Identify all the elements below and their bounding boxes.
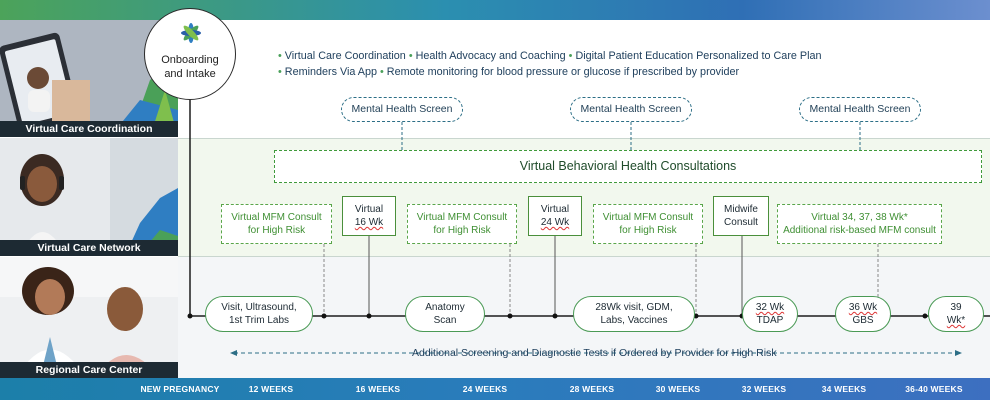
box-line-1: Virtual 34, 37, 38 Wk*: [811, 212, 908, 223]
logo-star-icon: [181, 23, 201, 43]
box-line-1: Virtual: [354, 204, 384, 215]
box-line-2: for High Risk: [247, 225, 306, 236]
bullet-item: Digital Patient Education Personalized t…: [575, 50, 822, 62]
week-label: 12 WEEKS: [248, 384, 294, 394]
pill-line-1: 28Wk visit, GDM,: [595, 302, 673, 313]
panel-regional-care-center: Regional Care Center: [0, 257, 178, 378]
onboarding-circle: Onboarding and Intake: [144, 8, 236, 100]
box-line-2: 24 Wk: [540, 217, 570, 228]
bullet-item: Health Advocacy and Coaching: [415, 50, 566, 62]
box-line-1: Virtual: [540, 204, 570, 215]
week-label: 34 WEEKS: [821, 384, 867, 394]
visit-pill: 32 Wk TDAP: [742, 296, 798, 332]
box-line-1: Virtual MFM Consult: [231, 212, 322, 223]
pill-line-1: Visit, Ultrasound,: [221, 302, 297, 313]
panel-caption: Virtual Care Coordination: [0, 121, 178, 137]
pill-line-2: 1st Trim Labs: [228, 315, 290, 326]
virtual-visit-box: Virtual 24 Wk: [528, 196, 582, 236]
bullets-line-1: • Virtual Care Coordination • Health Adv…: [278, 50, 822, 62]
pill-line-1: Anatomy: [425, 302, 465, 313]
box-line-1: Midwife: [724, 204, 758, 215]
week-label: 16 WEEKS: [355, 384, 401, 394]
week-label: 30 WEEKS: [655, 384, 701, 394]
pill-line-2: Wk*: [946, 315, 966, 326]
visit-pill: Visit, Ultrasound, 1st Trim Labs: [205, 296, 313, 332]
mfm-consult-box: Virtual MFM Consult for High Risk: [407, 204, 517, 244]
mfm-consult-box: Virtual MFM Consult for High Risk: [593, 204, 703, 244]
mental-health-screen: Mental Health Screen: [799, 97, 921, 122]
week-label: NEW PREGNANCY: [140, 384, 220, 394]
mental-health-screen: Mental Health Screen: [341, 97, 463, 122]
week-label: 24 WEEKS: [462, 384, 508, 394]
behavioral-health-consultations: Virtual Behavioral Health Consultations: [274, 150, 982, 183]
pill-line-2: Labs, Vaccines: [600, 315, 668, 326]
pill-line-2: Scan: [433, 315, 457, 326]
panel-caption: Virtual Care Network: [0, 240, 178, 256]
bullet-item: Reminders Via App: [284, 66, 378, 78]
panel-virtual-care-network: Virtual Care Network: [0, 138, 178, 256]
box-line-2: Additional risk-based MFM consult: [783, 225, 936, 236]
visit-pill: 36 Wk GBS: [835, 296, 891, 332]
box-line-2: 16 Wk: [354, 217, 384, 228]
additional-screening-label: Additional Screening and Diagnostic Test…: [412, 347, 777, 359]
pill-line-1: 32 Wk: [755, 302, 785, 313]
week-label: 32 WEEKS: [741, 384, 787, 394]
box-line-2: for High Risk: [433, 225, 491, 236]
weeks-bar: [0, 378, 990, 400]
pill-line-1: 39: [950, 302, 962, 313]
box-line-2: Consult: [724, 217, 758, 228]
onboarding-label-2: and Intake: [164, 68, 216, 80]
pill-line-2: GBS: [852, 315, 874, 326]
bullet-item: Remote monitoring for blood pressure or …: [386, 66, 740, 78]
mental-health-screen: Mental Health Screen: [570, 97, 692, 122]
pill-line-1: 36 Wk: [848, 302, 878, 313]
bullet-item: Virtual Care Coordination: [284, 50, 406, 62]
box-line-1: Virtual MFM Consult: [602, 212, 694, 223]
mfm-consult-box: Virtual MFM Consult for High Risk: [221, 204, 332, 244]
header-gradient-bar: [0, 0, 990, 20]
pill-line-2: TDAP: [756, 315, 784, 326]
midwife-consult-box: Midwife Consult: [713, 196, 769, 236]
bullets-line-2: • Reminders Via App • Remote monitoring …: [278, 66, 740, 78]
week-label: 36-40 WEEKS: [905, 384, 963, 394]
week-label: 28 WEEKS: [569, 384, 615, 394]
visit-pill: 39 Wk*: [928, 296, 984, 332]
panel-caption: Regional Care Center: [0, 362, 178, 378]
box-line-2: for High Risk: [619, 225, 677, 236]
visit-pill: Anatomy Scan: [405, 296, 485, 332]
virtual-visit-box: Virtual 16 Wk: [342, 196, 396, 236]
box-line-1: Virtual MFM Consult: [416, 212, 508, 223]
onboarding-label-1: Onboarding: [161, 54, 219, 66]
visit-pill: 28Wk visit, GDM, Labs, Vaccines: [573, 296, 695, 332]
mfm-consult-box: Virtual 34, 37, 38 Wk* Additional risk-b…: [777, 204, 942, 244]
